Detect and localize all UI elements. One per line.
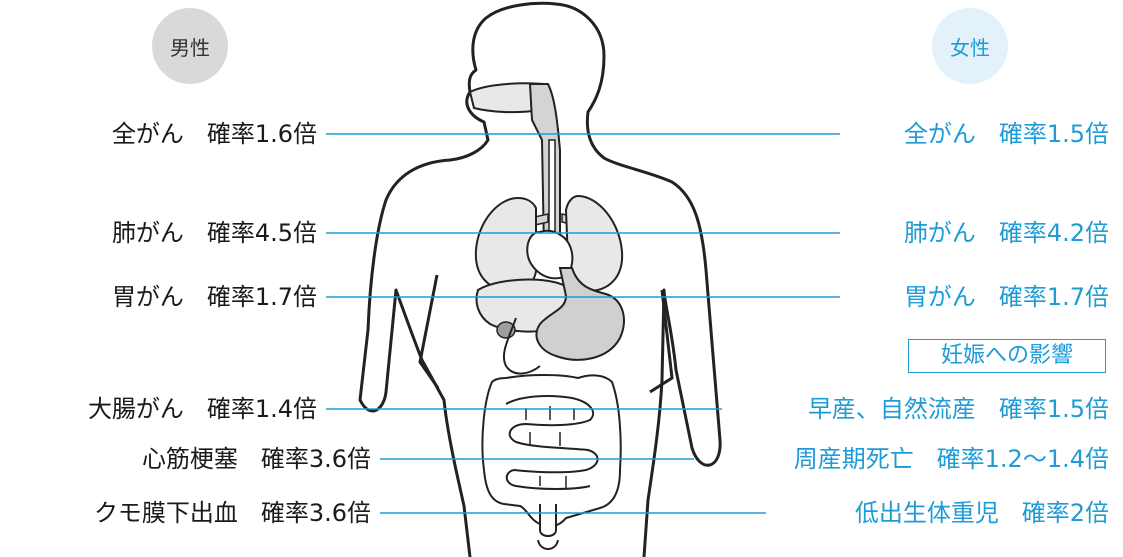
risk-value: 確率3.6倍	[261, 499, 371, 527]
male-label-stomach-cancer: 胃がん 確率1.7倍	[112, 282, 317, 312]
disease-name: 胃がん	[904, 283, 976, 311]
disease-name: 周産期死亡	[794, 445, 914, 473]
risk-value: 確率4.5倍	[207, 219, 317, 247]
disease-name: 肺がん	[112, 219, 184, 247]
disease-name: 胃がん	[112, 283, 184, 311]
risk-value: 確率2倍	[1022, 499, 1109, 527]
male-badge: 男性	[152, 8, 228, 84]
male-label-mi: 心筋梗塞 確率3.6倍	[142, 444, 371, 474]
risk-value: 確率1.6倍	[207, 120, 317, 148]
risk-value: 確率1.5倍	[999, 395, 1109, 423]
disease-name: クモ膜下出血	[94, 499, 238, 527]
disease-name: 低出生体重児	[855, 499, 999, 527]
risk-value: 確率1.7倍	[999, 283, 1109, 311]
disease-name: 全がん	[904, 120, 976, 148]
disease-name: 肺がん	[904, 219, 976, 247]
female-label-miscarriage: 早産、自然流産 確率1.5倍	[808, 394, 1109, 424]
female-label-perinatal-death: 周産期死亡 確率1.2〜1.4倍	[794, 444, 1109, 474]
male-label-all-cancer: 全がん 確率1.6倍	[112, 119, 317, 149]
female-badge: 女性	[932, 8, 1008, 84]
female-label-stomach-cancer: 胃がん 確率1.7倍	[904, 282, 1109, 312]
female-label-all-cancer: 全がん 確率1.5倍	[904, 119, 1109, 149]
disease-name: 大腸がん	[88, 395, 184, 423]
male-label-colon-cancer: 大腸がん 確率1.4倍	[88, 394, 317, 424]
disease-name: 全がん	[112, 120, 184, 148]
risk-value: 確率3.6倍	[261, 445, 371, 473]
disease-name: 心筋梗塞	[142, 445, 238, 473]
male-label-lung-cancer: 肺がん 確率4.5倍	[112, 218, 317, 248]
disease-name: 早産、自然流産	[808, 395, 976, 423]
risk-value: 確率1.7倍	[207, 283, 317, 311]
male-label-sah: クモ膜下出血 確率3.6倍	[94, 498, 371, 528]
risk-value: 確率4.2倍	[999, 219, 1109, 247]
female-label-lung-cancer: 肺がん 確率4.2倍	[904, 218, 1109, 248]
risk-value: 確率1.2〜1.4倍	[937, 445, 1109, 473]
risk-value: 確率1.4倍	[207, 395, 317, 423]
pregnancy-effects-label: 妊娠への影響	[908, 339, 1106, 373]
female-label-low-birth-weight: 低出生体重児 確率2倍	[855, 498, 1109, 528]
risk-value: 確率1.5倍	[999, 120, 1109, 148]
